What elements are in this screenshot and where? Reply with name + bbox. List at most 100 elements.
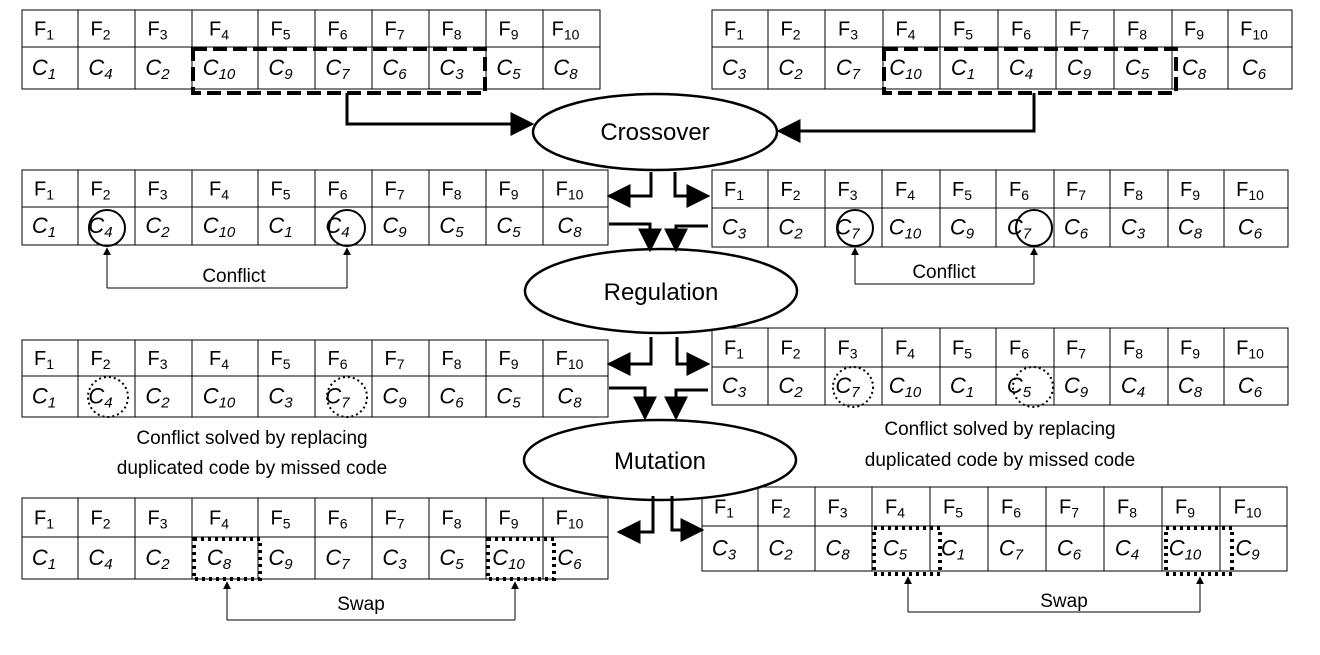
header-cell [485,9,544,48]
header-cell [814,486,873,527]
header-cell [1055,9,1115,48]
header-cell [711,169,769,209]
code-cell [21,206,79,246]
header-cell [191,497,259,538]
code-cell [824,46,884,90]
code-cell [939,366,997,406]
conflict-circle [328,209,366,247]
code-cell [257,206,316,246]
header-cell [824,169,883,209]
header-cell [257,169,316,208]
solved-circle [832,366,874,408]
code-cell [371,46,430,90]
code-cell [881,366,941,406]
code-cell [824,366,883,406]
header-cell [767,327,826,368]
code-cell [428,375,487,418]
code-cell [711,207,769,248]
code-cell [1167,366,1225,406]
code-cell [428,206,487,246]
chromosome-table-mutated2: F1C3F2C2F3C8F4C5F5C1F6C7F7C6F8C4F9C10F10… [701,486,1288,572]
code-cell [314,536,373,580]
regulation-label: Regulation [604,279,719,306]
header-cell [191,9,259,48]
header-cell [1223,327,1289,368]
code-cell [1223,366,1289,406]
code-cell [485,206,544,246]
solved-circle [87,376,129,418]
code-cell [134,206,193,246]
swap-label-left: Swap [337,594,385,615]
code-cell [21,536,79,580]
arrow-regulation-to-regulated1 [606,337,653,376]
chromosome-table-parent2: F1C3F2C2F3C7F4C10F5C1F6C4F7C9F8C5F9C8F10… [711,9,1293,90]
code-cell [1223,207,1289,248]
code-cell [77,536,136,580]
crossover-label: Crossover [600,119,709,146]
header-cell [881,327,941,368]
code-cell [701,525,759,572]
header-cell [1219,486,1288,527]
header-cell [871,486,931,527]
chromosome-table-offspring2: F1C3F2C2F3C7F4C10F5C9F6C7F7C6F8C3F9C8F10… [711,169,1289,248]
arrow-parent1-to-crossover [345,93,535,136]
conflict-circle [836,209,874,247]
header-cell [767,169,826,209]
code-cell [1161,525,1221,572]
crossover-segment-box-left [191,47,487,95]
code-cell [134,375,193,418]
arrow-crossover-to-offspring1 [606,172,653,208]
code-cell [881,207,941,248]
header-cell [257,339,316,377]
code-cell [995,207,1055,248]
chromosome-table-mutated1: F1C1F2C4F3C2F4C8F5C9F6C7F7C3F8C5F9C10F10… [21,497,609,580]
header-cell [711,9,769,48]
solved-circle [1012,366,1054,408]
code-cell [77,46,136,90]
code-cell [542,206,609,246]
header-cell [929,486,989,527]
header-cell [1167,169,1225,209]
header-cell [485,497,544,538]
code-cell [997,46,1057,90]
header-cell [21,169,79,208]
code-cell [485,375,544,418]
solved-circle [326,376,368,418]
code-cell [257,375,316,418]
header-cell [824,327,883,368]
header-cell [1053,327,1111,368]
solved-note-left-line2: duplicated code by missed code [117,458,387,479]
solved-note-right-line1: Conflict solved by replacing [884,419,1115,440]
header-cell [1167,327,1225,368]
gene-code: C1 [950,373,974,401]
header-cell [134,339,193,377]
code-cell [191,206,259,246]
header-cell [997,9,1057,48]
arrow-regulation-to-regulated2 [675,337,711,376]
code-cell [871,525,931,572]
chromosome-table-regulated1: F1C1F2C4F3C2F4C10F5C3F6C7F7C9F8C6F9C5F10… [21,339,609,418]
arrow-regulated2-to-mutation [664,388,708,421]
code-cell [257,46,316,90]
header-cell [134,497,193,538]
header-cell [314,497,373,538]
header-cell [21,9,79,48]
mutation-node: Mutation [522,418,798,502]
header-cell [314,339,373,377]
code-cell [995,366,1055,406]
conflict-circle [88,209,126,247]
code-cell [542,375,609,418]
code-cell [1103,525,1163,572]
gene-code: C9 [950,215,975,243]
header-cell [21,339,79,377]
code-cell [21,46,79,90]
header-cell [939,327,997,368]
code-cell [77,375,136,418]
header-cell [191,339,259,377]
code-cell [191,375,259,418]
mutation-label: Mutation [614,448,706,475]
solved-note-right-line2: duplicated code by missed code [865,450,1135,471]
code-cell [1109,366,1169,406]
header-cell [257,497,316,538]
header-cell [257,9,316,48]
